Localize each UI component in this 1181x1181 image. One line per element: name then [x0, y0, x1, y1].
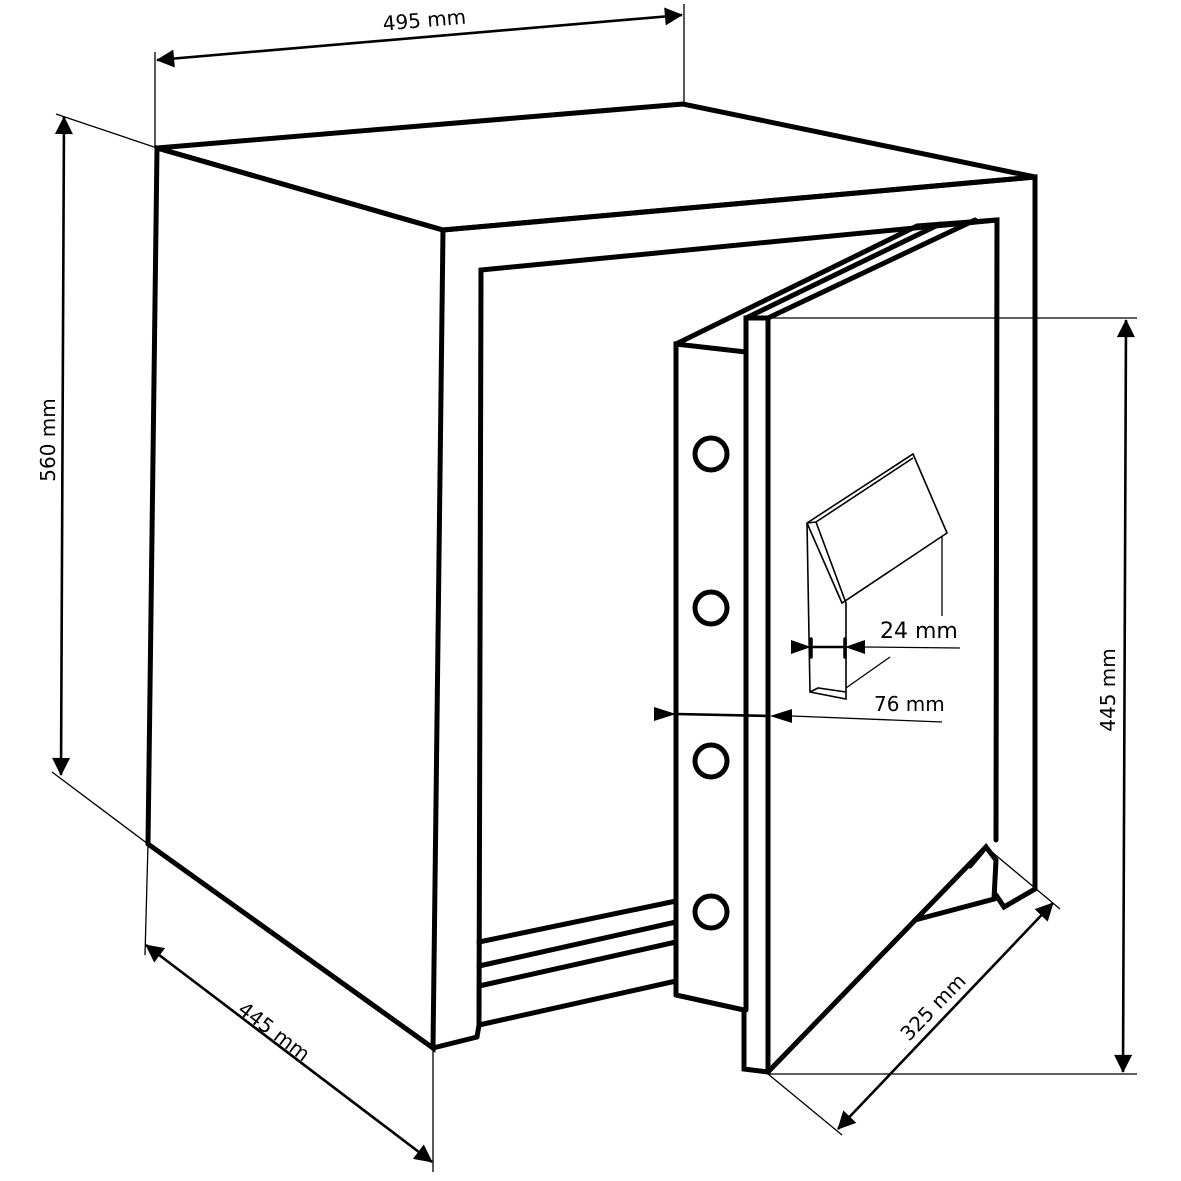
- safe-door: [673, 217, 1000, 1075]
- height-dim-line: [52, 116, 73, 776]
- door-top-hinge: [914, 217, 1000, 229]
- depth-label: 445 mm: [234, 997, 315, 1066]
- front-frame-bottom: [430, 1034, 480, 1051]
- left-side-face: [145, 144, 446, 1053]
- dimension-handle-thickness: 24 mm: [791, 536, 961, 689]
- bolt-icon: [692, 589, 730, 627]
- dimension-door-thickness: 76 mm: [654, 692, 945, 723]
- door-bottom-diagonal: [765, 844, 989, 1075]
- front-frame-outer: [440, 174, 1038, 911]
- bolt-icon: [692, 893, 730, 931]
- door-top-slope-1: [673, 223, 920, 347]
- height-label: 560 mm: [36, 398, 60, 482]
- door-top-slope-2: [743, 221, 943, 321]
- interior-rails: [476, 898, 679, 1028]
- door-handle: [805, 452, 948, 700]
- top-face: [156, 101, 1036, 233]
- dimension-door-width: 325 mm: [767, 846, 1061, 1136]
- rail-4: [476, 978, 679, 1028]
- door-height-label: 445 mm: [1096, 648, 1120, 732]
- rail-1: [476, 898, 679, 945]
- door-bolts: [692, 435, 730, 931]
- handle-top-face: [805, 452, 948, 605]
- extension-line: [144, 843, 149, 956]
- front-frame-inner: [476, 217, 1000, 1028]
- bolt-icon: [692, 435, 730, 473]
- extension-line: [51, 771, 149, 845]
- door-thickness-label: 76 mm: [874, 692, 945, 716]
- handle-body: [806, 521, 847, 700]
- handle-base: [809, 687, 847, 693]
- handle-thickness-label: 24 mm: [880, 619, 958, 644]
- extension-line: [767, 1073, 843, 1136]
- door-width-dim-line: [837, 902, 1054, 1130]
- dimension-depth: 445 mm: [144, 843, 434, 1172]
- door-edge-bottom: [673, 992, 747, 1013]
- rail-2: [476, 919, 679, 969]
- arrow-icon: [654, 707, 676, 721]
- door-thickness-dim-line: [675, 712, 771, 718]
- dimension-door-height: 445 mm: [768, 317, 1137, 1075]
- dimension-height: 560 mm: [36, 113, 158, 845]
- rail-3: [476, 939, 679, 989]
- width-dim-line: [156, 7, 683, 68]
- arrow-icon: [845, 640, 865, 654]
- depth-dim-line: [145, 943, 433, 1164]
- safe-body: [145, 101, 1038, 1053]
- door-top-slope-3: [765, 217, 978, 321]
- extension-line: [845, 656, 891, 689]
- dimension-width: 495 mm: [154, 4, 685, 148]
- extension-line: [55, 113, 158, 149]
- door-height-dim-line: [1114, 319, 1135, 1073]
- extension-line: [985, 846, 1061, 910]
- leader-line: [864, 646, 961, 649]
- bolt-icon: [692, 742, 730, 780]
- arrow-icon: [791, 640, 811, 654]
- leader-line: [791, 715, 943, 723]
- arrow-icon: [770, 709, 792, 723]
- width-label: 495 mm: [382, 5, 467, 36]
- door-width-label: 325 mm: [895, 969, 970, 1046]
